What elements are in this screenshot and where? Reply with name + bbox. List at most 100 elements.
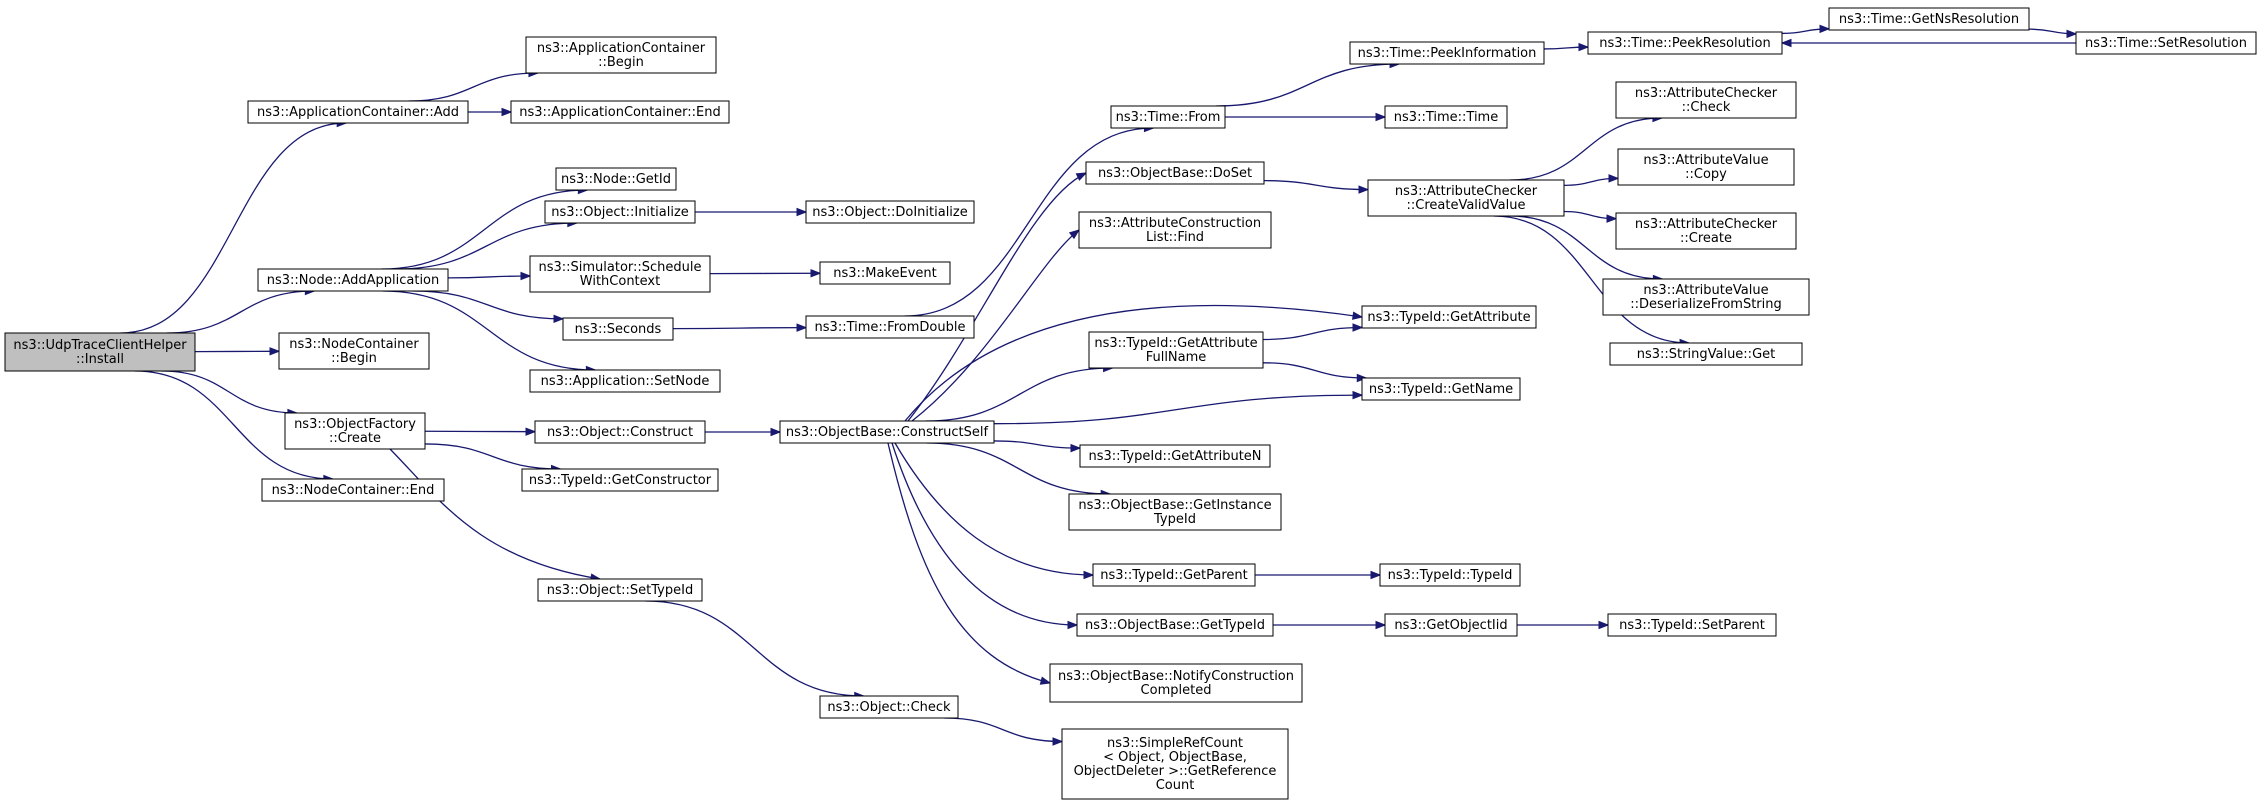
edge-arrowhead <box>770 427 782 437</box>
function-node[interactable]: ns3::ObjectBase::DoSet <box>1085 161 1265 185</box>
function-node[interactable]: ns3::Time::PeekResolution <box>1587 31 1783 55</box>
edge-line <box>887 442 1051 684</box>
node-box <box>1607 613 1777 637</box>
edge-arrowhead <box>525 427 537 436</box>
function-node[interactable]: ns3::TypeId::SetParent <box>1607 613 1777 637</box>
function-node[interactable]: ns3::ApplicationContainer::Add <box>247 100 469 124</box>
function-node[interactable]: ns3::Time::Time <box>1384 105 1508 129</box>
node-label: ::Begin <box>331 351 377 366</box>
node-box <box>819 261 951 285</box>
node-box <box>1061 728 1289 800</box>
function-node[interactable]: ns3::Node::GetId <box>555 167 677 191</box>
call-edge <box>120 118 348 334</box>
function-node[interactable]: ns3::ObjectBase::GetTypeId <box>1076 613 1274 637</box>
edge-arrowhead <box>1578 42 1590 52</box>
node-box <box>1110 105 1226 129</box>
function-node[interactable]: ns3::ApplicationContainer::Begin <box>525 36 717 74</box>
function-node[interactable]: ns3::AttributeChecker::Create <box>1615 212 1797 250</box>
function-node[interactable]: ns3::Object::DoInitialize <box>805 200 975 224</box>
function-node[interactable]: ns3::Seconds <box>562 317 674 341</box>
node-label: ns3::TypeId::SetParent <box>1619 618 1765 633</box>
node-label: ns3::AttributeChecker <box>1635 217 1778 232</box>
function-node[interactable]: ns3::ObjectFactory::Create <box>284 412 426 450</box>
function-node[interactable]: ns3::Time::From <box>1110 105 1226 129</box>
node-box <box>1609 342 1803 366</box>
function-node[interactable]: ns3::TypeId::GetName <box>1361 377 1521 401</box>
edge-line <box>382 290 596 371</box>
function-node[interactable]: ns3::Time::PeekInformation <box>1349 41 1545 65</box>
function-node[interactable]: ns3::SimpleRefCount< Object, ObjectBase,… <box>1061 728 1289 800</box>
call-edge <box>1563 210 1618 223</box>
function-node[interactable]: ns3::Object::Initialize <box>544 200 696 224</box>
function-node[interactable]: ns3::Time::FromDouble <box>805 315 975 339</box>
node-label: Completed <box>1141 683 1212 698</box>
edge-line <box>925 367 1113 422</box>
function-node[interactable]: ns3::TypeId::GetConstructor <box>521 468 719 492</box>
function-node[interactable]: ns3::Object::Check <box>819 695 959 719</box>
function-node[interactable]: ns3::ApplicationContainer::End <box>510 100 730 124</box>
function-node[interactable]: ns3::Object::Construct <box>534 420 706 444</box>
call-edge <box>161 370 299 418</box>
edge-line <box>161 370 297 414</box>
node-box <box>1615 81 1797 119</box>
function-node[interactable]: ns3::ObjectBase::ConstructSelf <box>779 420 995 444</box>
root-function-node[interactable]: ns3::UdpTraceClientHelper::Install <box>4 332 196 372</box>
node-label: ns3::TypeId::GetAttributeN <box>1088 449 1261 464</box>
edge-line <box>891 442 1078 626</box>
call-edge <box>166 286 316 334</box>
node-label: ns3::TypeId::GetParent <box>1100 568 1248 583</box>
edge-arrowhead <box>269 347 281 356</box>
function-node[interactable]: ns3::StringValue::Get <box>1609 342 1803 366</box>
node-label: < Object, ObjectBase, <box>1103 750 1247 765</box>
node-label: ns3::Time::GetNsResolution <box>1839 12 2019 27</box>
function-node[interactable]: ns3::TypeId::GetAttributeN <box>1079 444 1271 468</box>
function-node[interactable]: ns3::Time::SetResolution <box>2075 31 2257 55</box>
edge-arrowhead <box>1039 676 1052 685</box>
edge-line <box>381 189 588 270</box>
edge-arrowhead <box>1375 112 1387 122</box>
function-node[interactable]: ns3::NodeContainer::End <box>261 478 445 502</box>
edge-arrowhead <box>1052 737 1064 746</box>
node-label: ns3::SimpleRefCount <box>1107 736 1243 751</box>
node-label: ns3::ApplicationContainer <box>537 41 706 56</box>
function-node[interactable]: ns3::AttributeChecker::CreateValidValue <box>1367 179 1565 217</box>
function-node[interactable]: ns3::Object::SetTypeId <box>537 578 703 602</box>
node-label: ::Create <box>1680 231 1732 246</box>
function-node[interactable]: ns3::AttributeValue::Copy <box>1617 148 1795 186</box>
node-label: ns3::AttributeValue <box>1643 283 1768 298</box>
function-node[interactable]: ns3::AttributeChecker::Check <box>1615 81 1797 119</box>
call-edge <box>1273 620 1387 630</box>
edge-line <box>904 127 1154 317</box>
edge-arrowhead <box>1606 214 1618 223</box>
node-box <box>819 695 959 719</box>
node-label: ::Create <box>329 431 381 446</box>
function-node[interactable]: ns3::AttributeValue::DeserializeFromStri… <box>1602 278 1810 316</box>
node-box <box>779 420 995 444</box>
function-node[interactable]: ns3::NodeContainer::Begin <box>278 332 430 370</box>
node-label: ns3::TypeId::GetConstructor <box>529 473 712 488</box>
function-node[interactable]: ns3::TypeId::TypeId <box>1379 563 1521 587</box>
function-node[interactable]: ns3::Application::SetNode <box>529 369 721 393</box>
node-label: ns3::ObjectBase::NotifyConstruction <box>1058 669 1294 684</box>
function-node[interactable]: ns3::TypeId::GetAttribute <box>1361 305 1537 329</box>
call-edge <box>2028 28 2078 39</box>
function-node[interactable]: ns3::ObjectBase::NotifyConstructionCompl… <box>1049 663 1303 703</box>
call-edge <box>672 323 808 332</box>
function-node[interactable]: ns3::TypeId::GetParent <box>1092 563 1256 587</box>
edge-arrowhead <box>796 207 808 217</box>
node-box <box>1361 377 1521 401</box>
function-node[interactable]: ns3::Time::GetNsResolution <box>1828 7 2030 31</box>
function-node[interactable]: ns3::GetObjectIid <box>1384 613 1518 637</box>
call-edge <box>412 290 565 324</box>
function-node[interactable]: ns3::Node::AddApplication <box>257 268 449 292</box>
edge-line <box>672 326 807 330</box>
node-box <box>1602 278 1810 316</box>
function-node[interactable]: ns3::MakeEvent <box>819 261 951 285</box>
node-box <box>1615 212 1797 250</box>
edges-layer <box>120 24 2078 746</box>
node-box <box>4 332 196 372</box>
